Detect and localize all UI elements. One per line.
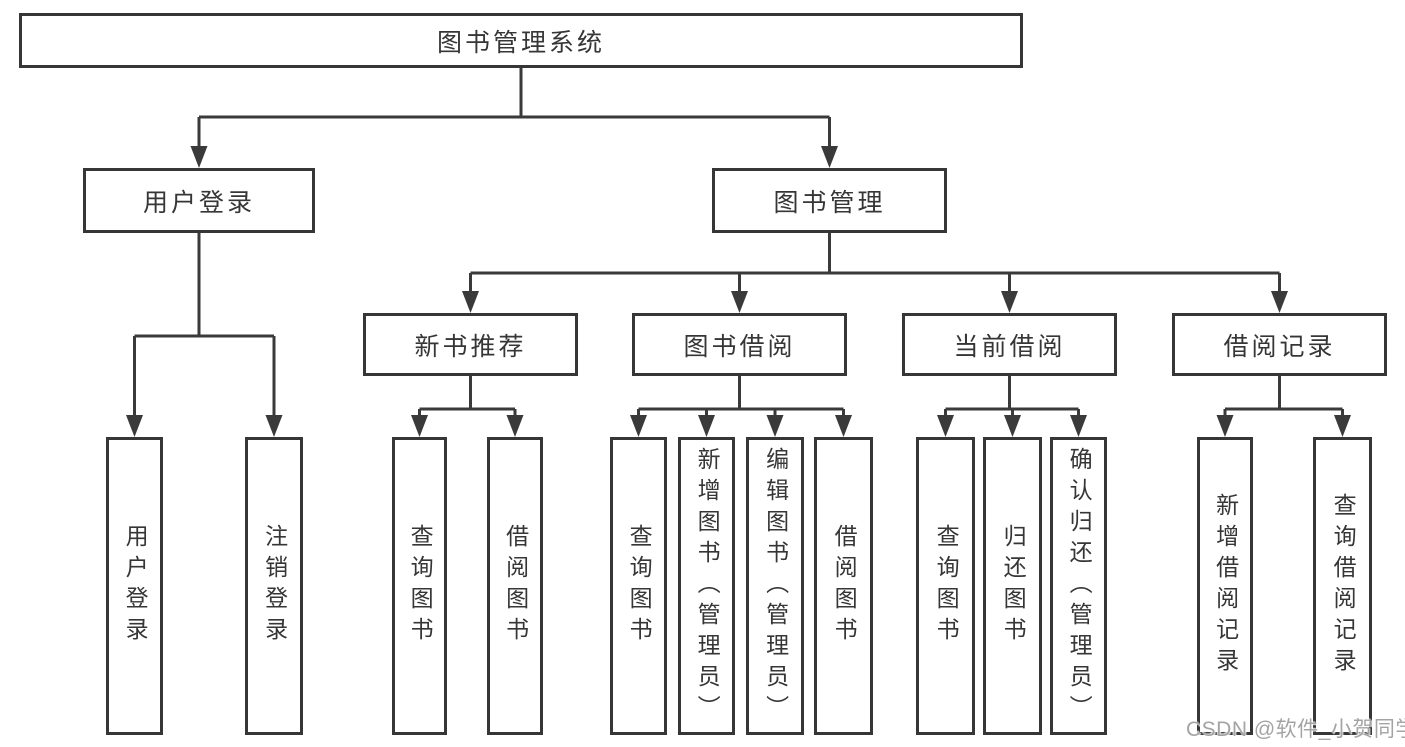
node-label: 当前借阅 bbox=[953, 332, 1066, 361]
leaf-confirm-return-admin: 确认归还（管理员） bbox=[1050, 437, 1107, 735]
leaf-borrow-books-recommend: 借阅图书 bbox=[487, 437, 543, 735]
leaf-label: 借阅图书 bbox=[502, 524, 529, 648]
node-label: 图书管理系统 bbox=[436, 28, 605, 57]
leaf-label: 借阅图书 bbox=[831, 524, 858, 648]
node-new-book-recommendation: 新书推荐 bbox=[363, 313, 578, 376]
leaf-query-borrow-record: 查询借阅记录 bbox=[1313, 437, 1372, 735]
leaf-label: 新增图书（管理员） bbox=[694, 446, 721, 726]
leaf-query-books-current: 查询图书 bbox=[916, 437, 975, 735]
node-label: 图书借阅 bbox=[683, 332, 796, 361]
leaf-edit-book-admin: 编辑图书（管理员） bbox=[746, 437, 804, 735]
arrowheads bbox=[126, 146, 1351, 437]
leaf-label: 查询图书 bbox=[933, 524, 960, 648]
leaf-return-books: 归还图书 bbox=[983, 437, 1042, 735]
leaf-label: 用户登录 bbox=[122, 524, 149, 648]
leaf-borrow-books-borrowing: 借阅图书 bbox=[814, 437, 873, 735]
node-label: 用户登录 bbox=[142, 188, 255, 217]
connector-edges bbox=[133, 68, 1344, 416]
leaf-logout: 注销登录 bbox=[245, 437, 303, 735]
node-label: 新书推荐 bbox=[414, 332, 527, 361]
leaf-label: 新增借阅记录 bbox=[1212, 493, 1239, 679]
leaf-label: 注销登录 bbox=[261, 524, 288, 648]
leaf-label: 查询图书 bbox=[407, 524, 434, 648]
leaf-add-borrow-record: 新增借阅记录 bbox=[1197, 437, 1253, 735]
node-book-borrowing: 图书借阅 bbox=[632, 313, 847, 376]
csdn-watermark: CSDN @软件_小贺同学 bbox=[1186, 718, 1405, 741]
leaf-label: 归还图书 bbox=[1000, 524, 1027, 648]
node-label: 图书管理 bbox=[773, 188, 886, 217]
leaf-query-books-recommend: 查询图书 bbox=[392, 437, 447, 735]
node-library-management-system: 图书管理系统 bbox=[19, 13, 1023, 68]
leaf-label: 编辑图书（管理员） bbox=[762, 446, 789, 726]
node-label: 借阅记录 bbox=[1223, 332, 1336, 361]
leaf-user-login: 用户登录 bbox=[106, 437, 163, 735]
leaf-query-books-borrowing: 查询图书 bbox=[610, 437, 667, 735]
node-current-borrowing: 当前借阅 bbox=[902, 313, 1117, 376]
leaf-label: 查询借阅记录 bbox=[1330, 493, 1357, 679]
node-borrowing-records: 借阅记录 bbox=[1172, 313, 1387, 376]
leaf-add-book-admin: 新增图书（管理员） bbox=[678, 437, 735, 735]
node-user-login: 用户登录 bbox=[83, 168, 315, 233]
node-book-management: 图书管理 bbox=[712, 168, 947, 233]
leaf-label: 确认归还（管理员） bbox=[1066, 446, 1093, 726]
leaf-label: 查询图书 bbox=[626, 524, 653, 648]
